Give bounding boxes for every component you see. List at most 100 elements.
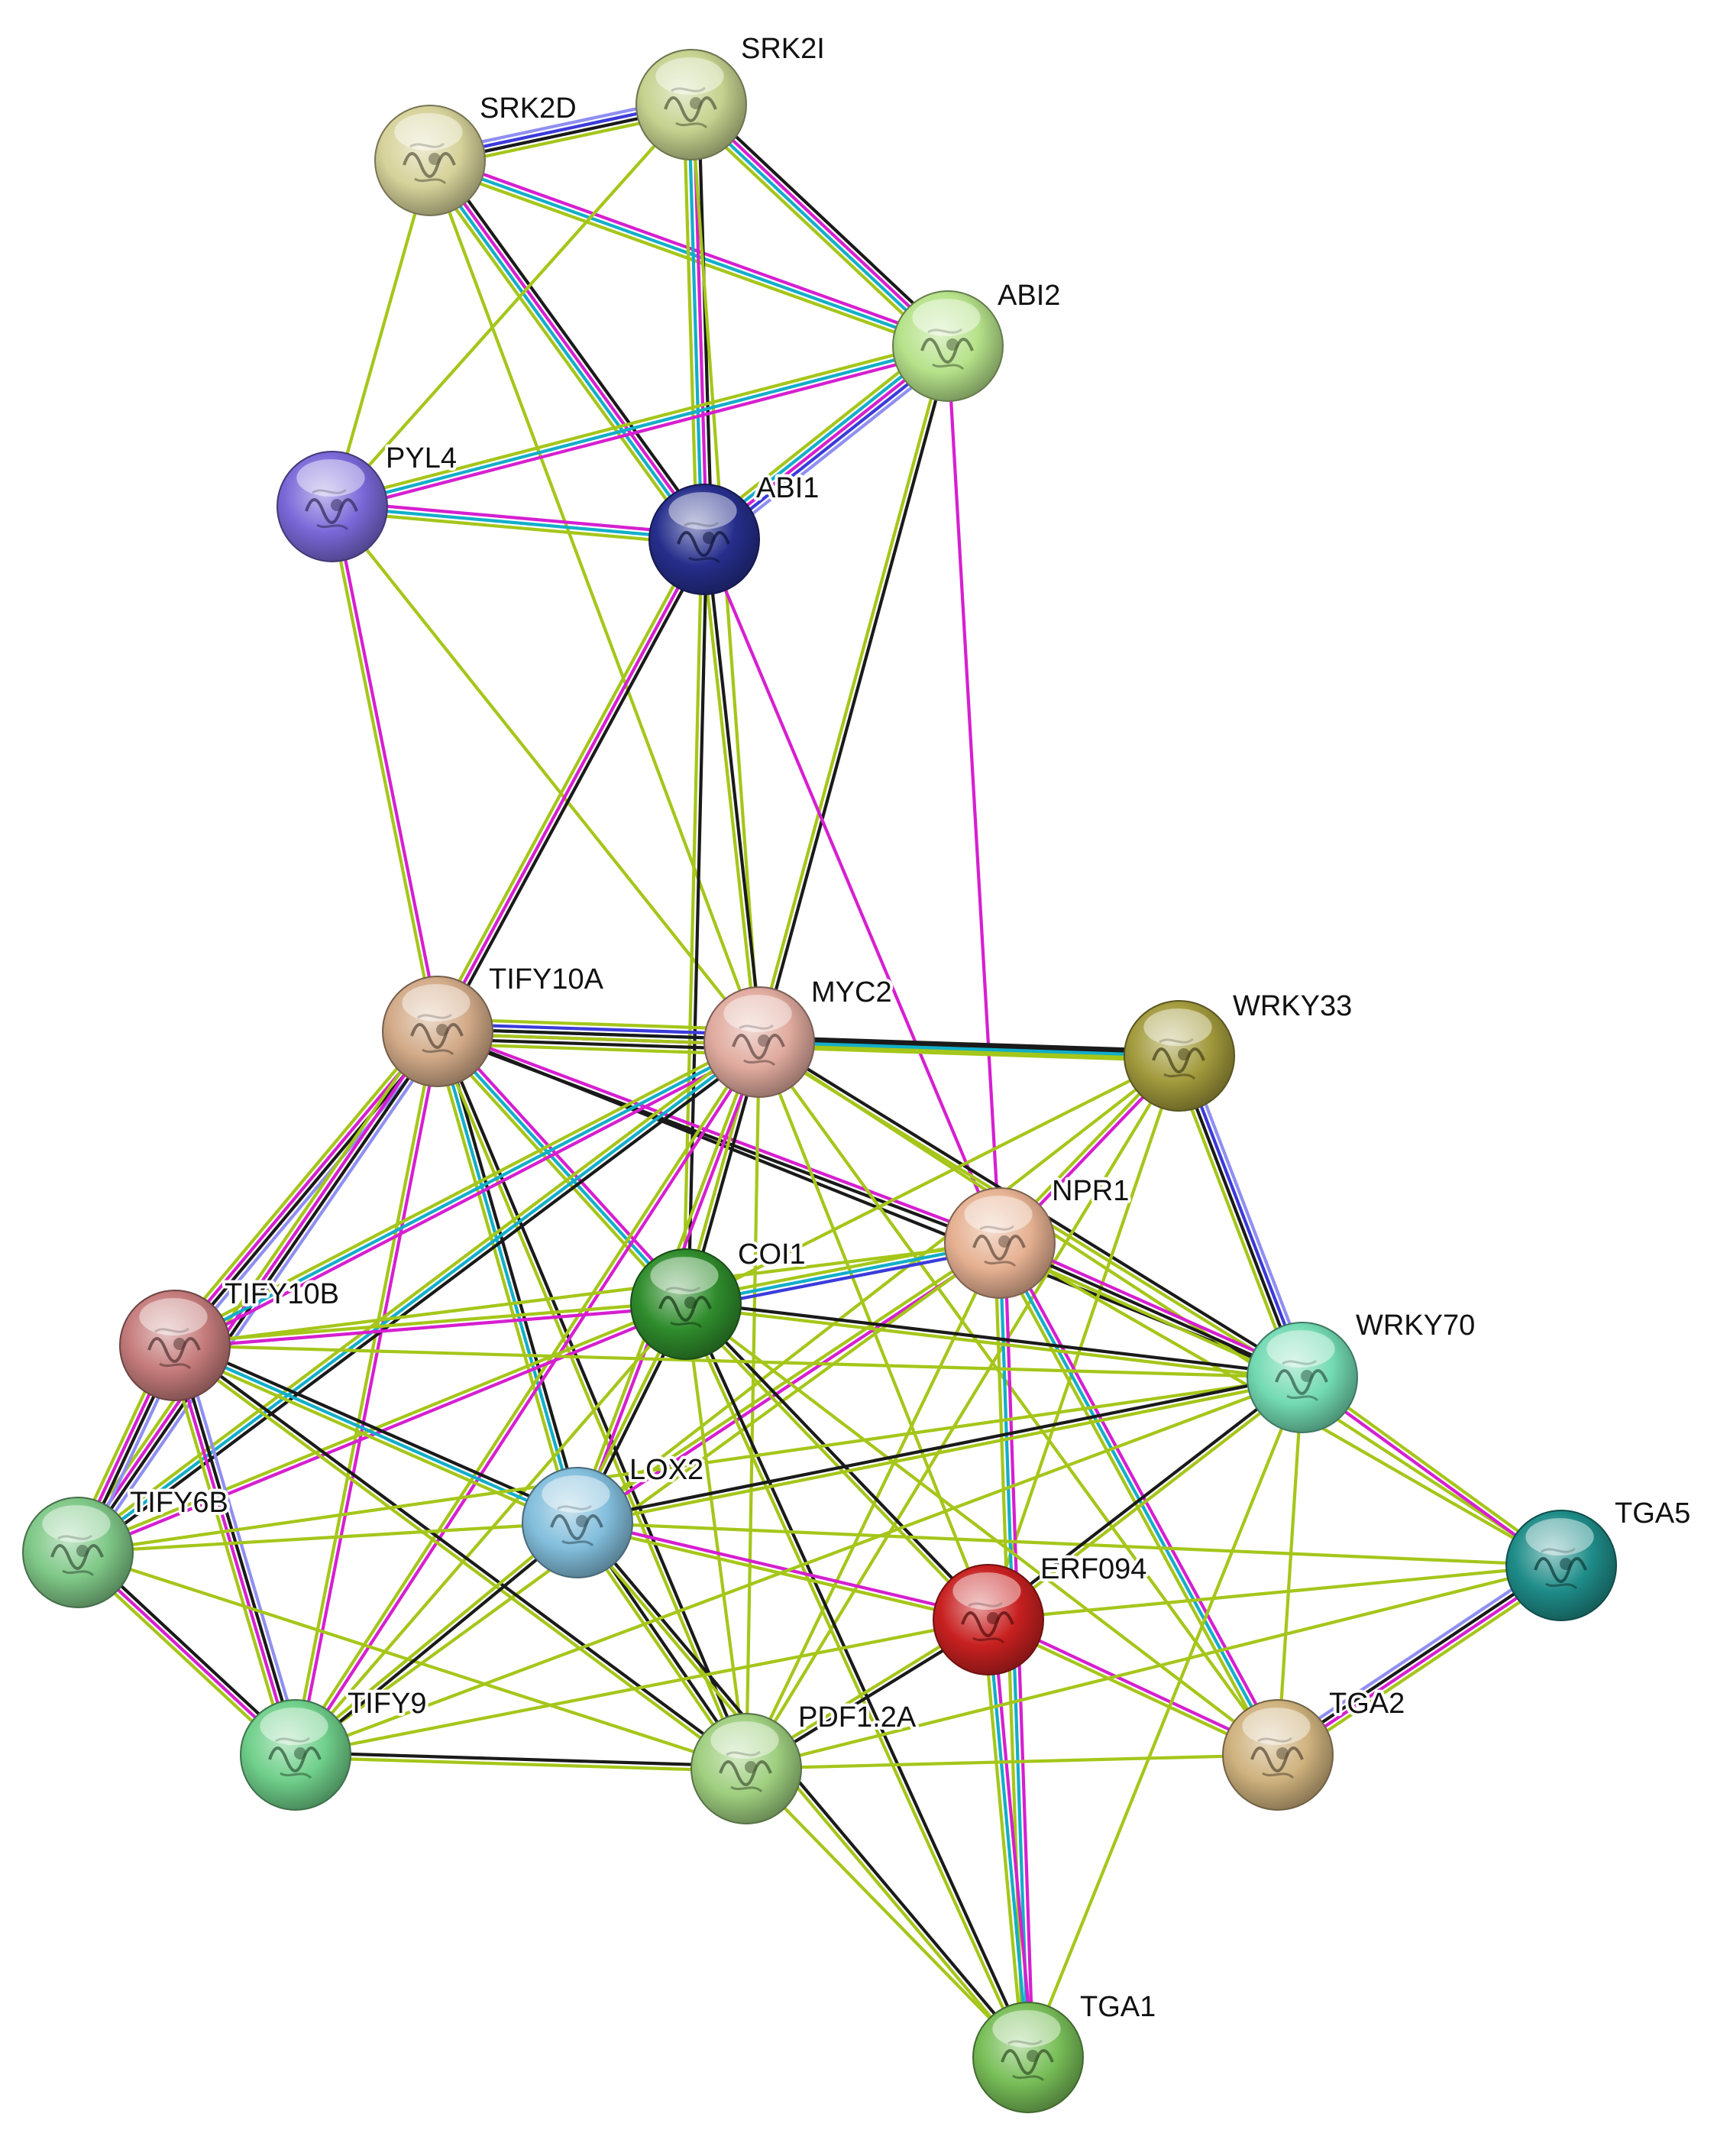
node-tga2[interactable]: TGA2 [1222,1685,1408,1811]
node-label: PDF1.2A [798,1701,917,1734]
edge-coi1-tify9 [293,1302,688,1757]
edge-evidence-yellowgreen [682,103,699,542]
node-pdf1-2a[interactable]: PDF1.2A [690,1698,920,1824]
edge-abi1-npr1 [702,537,1002,1245]
node-label: SRK2I [741,33,825,65]
node-gloss [723,995,792,1033]
edge-srk2d-abi1 [422,154,712,545]
edge-evidence-yellowgreen [755,344,947,1044]
edge-evidence-yellowgreen [431,1031,574,1526]
edge-abi2-npr1 [946,344,1002,1245]
node-gloss [1266,1330,1335,1368]
edge-evidence-black [758,1035,1182,1053]
node-npr1[interactable]: NPR1 [944,1172,1132,1299]
edge-evidence-black [79,1044,764,1559]
node-srk2d[interactable]: SRK2D [374,89,580,216]
edge-evidence-lavender [82,1034,446,1559]
edge-evidence-black [174,1342,750,1769]
node-srk2i[interactable]: SRK2I [635,30,828,160]
edge-npr1-tify9 [293,1241,1002,1757]
edge-myc2-tify6b [73,1036,764,1559]
edge-evidence-yellowgreen [173,1343,1305,1380]
edge-coi1-tga2 [684,1302,1280,1757]
edge-lox2-wrky70 [575,1373,1305,1527]
node-erf094[interactable]: ERF094 [933,1550,1150,1675]
node-tga1[interactable]: TGA1 [972,1988,1159,2113]
edge-lox2-tga1 [574,1519,1032,2061]
edge-tga2-tga5 [1272,1557,1567,1763]
node-gloss [952,1572,1021,1611]
edge-evidence-black [438,1028,751,1769]
node-abi1[interactable]: ABI1 [648,469,822,595]
node-gloss [964,1196,1033,1234]
edge-evidence-cyan [330,344,950,509]
edge-evidence-black [575,1373,1304,1522]
node-gloss [710,1721,779,1759]
edge-evidence-black [694,97,955,342]
edge-evidence-yellowgreen [682,1304,988,1623]
edge-evidence-yellowgreen [433,1031,746,1772]
node-gloss [139,1298,208,1336]
edge-evidence-magenta [691,101,952,346]
edge-evidence-yellowgreen [757,1040,1280,1757]
protein-structure-icon [305,488,358,531]
edge-evidence-black [434,154,712,537]
edge-evidence-yellowgreen [166,1345,290,1759]
protein-structure-icon [50,1534,104,1577]
node-gloss [42,1505,111,1543]
edge-evidence-yellowgreen [76,1520,580,1555]
protein-structure-icon [268,1737,322,1779]
edge-evidence-yellowgreen [330,510,706,546]
edge-evidence-yellowgreen [173,1241,1002,1348]
node-tify9[interactable]: TIFY9 [240,1685,429,1811]
edge-evidence-magenta [946,344,1002,1245]
edge-pyl4-abi1 [330,500,707,546]
node-lox2[interactable]: LOX2 [522,1451,707,1578]
edge-evidence-yellowgreen [575,1054,1182,1525]
protein-structure-icon [732,1024,785,1067]
edge-evidence-yellowgreen [73,1036,758,1550]
protein-structure-icon [403,142,456,185]
edge-pyl4-myc2 [330,504,762,1044]
edge-evidence-black [1275,1562,1562,1755]
edge-tify10a-tify6b [70,1025,446,1559]
edge-evidence-yellowgreen [681,1303,1028,2061]
edge-evidence-yellowgreen [684,108,945,354]
edge-evidence-yellowgreen [293,1241,1002,1757]
node-tga5[interactable]: TGA5 [1505,1494,1693,1621]
node-wrky33[interactable]: WRKY33 [1124,987,1355,1112]
node-abi2[interactable]: ABI2 [892,277,1063,402]
edge-tify10a-tify9 [291,1029,442,1757]
node-label: TIFY10B [225,1278,339,1310]
edge-evidence-lavender [180,1342,305,1755]
node-coi1[interactable]: COI1 [630,1235,809,1360]
node-myc2[interactable]: MYC2 [703,973,895,1098]
edge-evidence-black [687,537,709,1306]
node-label: TGA5 [1615,1497,1690,1530]
protein-structure-icon [1152,1038,1205,1080]
edge-evidence-yellowgreen [293,1302,688,1757]
edge-evidence-cyan [435,1029,580,1525]
edge-evidence-cyan [687,105,948,350]
edge-evidence-yellowgreen [167,1025,434,1342]
edge-evidence-yellowgreen [428,158,762,1044]
edge-tify9-wrky70 [293,1375,1305,1757]
node-tify10b[interactable]: TIFY10B [119,1275,342,1401]
node-tify10a[interactable]: TIFY10A [382,960,607,1087]
node-gloss [912,299,981,337]
edge-evidence-yellowgreen [173,1300,687,1345]
node-wrky70[interactable]: WRKY70 [1247,1306,1478,1433]
edge-tify9-pdf1.2a [293,1750,749,1773]
edge-evidence-cyan [757,1040,1182,1058]
edge-evidence-magenta [702,537,1002,1245]
node-pyl4[interactable]: PYL4 [277,439,460,562]
edge-evidence-yellowgreen [1026,1375,1305,2060]
node-tify6b[interactable]: TIFY6B [22,1484,231,1608]
edge-tify10a-lox2 [431,1028,584,1526]
edge-evidence-yellowgreen [986,1054,1182,1622]
edge-evidence-yellowgreen [744,1563,1564,1771]
edge-evidence-lavender [1185,1051,1311,1377]
edge-evidence-magenta [991,1617,1035,2059]
edge-lox2-tga5 [575,1520,1564,1568]
